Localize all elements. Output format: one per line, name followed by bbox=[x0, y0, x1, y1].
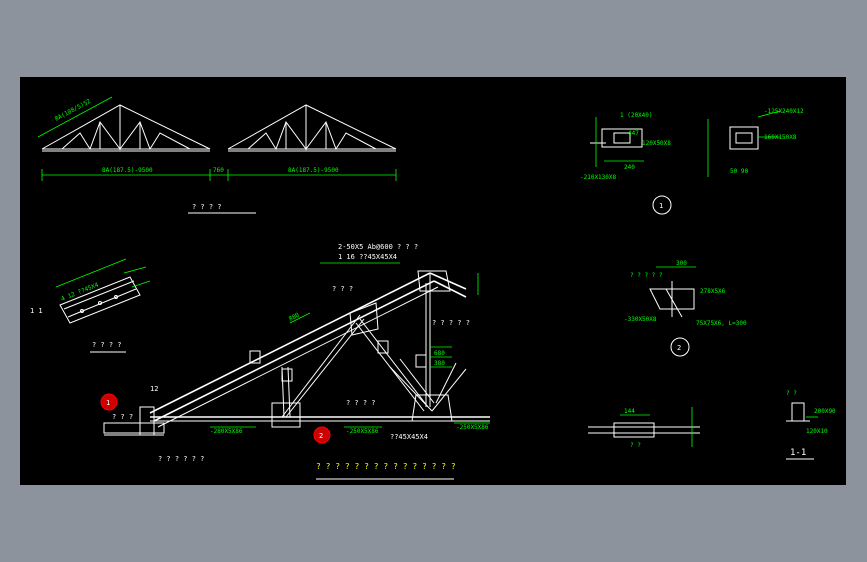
elev-q2-label: ? ? ? ? ? bbox=[432, 319, 470, 327]
elev-dim-380: 380 bbox=[434, 360, 445, 367]
detail-1: 1 (20X40) 447 120X50X8 240 -210X130X8 bbox=[580, 112, 671, 181]
det2-label-b: 160X150X8 bbox=[764, 134, 797, 141]
det2-label-c: 50 90 bbox=[730, 168, 748, 175]
detail-left: 4 12 ??45X4 ? ? ? ? 1 1 bbox=[30, 258, 151, 353]
top-title-text: ? ? ? ? bbox=[192, 203, 222, 211]
detail-circle-1: 1 bbox=[652, 195, 672, 215]
detail-3: 300 ? ? ? ? ? 278X5X6 -330X50X8 75X75X6,… bbox=[624, 260, 747, 327]
elevation-title: ? ? ? ? ? ? ? ? ? ? ? ? ? ? ? bbox=[316, 462, 456, 480]
det5-label-c: 120X10 bbox=[806, 428, 828, 435]
detail-left-title: ? ? ? ? bbox=[92, 341, 122, 349]
elev-left-dim: 12 bbox=[150, 385, 158, 393]
det1-label-d: 240 bbox=[624, 164, 635, 171]
detail-5: ? ? 200X90 120X10 bbox=[786, 390, 836, 435]
det3-label-a: 300 bbox=[676, 260, 687, 267]
section-marker-1 bbox=[100, 393, 118, 411]
elev-q1-label: ? ? ? bbox=[332, 285, 353, 293]
elev-bottom-note: ??45X45X4 bbox=[390, 433, 428, 441]
detail-left-note: 4 12 ??45X4 bbox=[60, 281, 100, 303]
det1-label-c: 120X50X8 bbox=[642, 140, 671, 147]
elev-top-note-2: 1 16 ??45X45X4 bbox=[338, 253, 397, 261]
section-title-text: 1-1 bbox=[790, 448, 806, 458]
elevation-title-text: ? ? ? ? ? ? ? ? ? ? ? ? ? ? ? bbox=[316, 462, 456, 471]
det5-label-b: 200X90 bbox=[814, 408, 836, 415]
top-span-right-label: 8A(187.5)-9500 bbox=[288, 167, 339, 174]
det5-label-a: ? ? bbox=[786, 390, 797, 397]
det1-label-e: -210X130X8 bbox=[580, 174, 617, 181]
det-circle-1-label: 1 bbox=[659, 202, 663, 210]
elev-mid-q: ? ? ? ? bbox=[346, 399, 376, 407]
det4-label-a: 144 bbox=[624, 408, 635, 415]
det3-label-d: -330X50X8 bbox=[624, 316, 657, 323]
elev-plate-left: -280X5X86 bbox=[210, 428, 243, 435]
section-marker-1-label: 1 bbox=[106, 399, 110, 407]
elev-dim-680: 680 bbox=[434, 350, 445, 357]
elev-top-note-1: 2-50X5 Ab@600 ? ? ? bbox=[338, 243, 418, 251]
det3-label-c: 278X5X6 bbox=[700, 288, 726, 295]
detail-2: -125X240X12 160X150X8 50 90 bbox=[707, 108, 804, 177]
elev-left-q2: ? ? ? ? ? ? bbox=[158, 455, 204, 463]
det3-label-b: ? ? ? ? ? bbox=[630, 272, 663, 279]
detail-4: 144 ? ? bbox=[588, 407, 700, 449]
elev-plate-mid: -250X5X86 bbox=[346, 428, 379, 435]
det2-label-a: -125X240X12 bbox=[764, 108, 804, 115]
main-elevation: 2-50X5 Ab@600 ? ? ? 1 16 ??45X45X4 ? ? ?… bbox=[100, 243, 490, 463]
top-title: ? ? ? ? bbox=[188, 203, 256, 214]
truss-right bbox=[227, 104, 397, 152]
det1-label-a: 1 (20X40) bbox=[620, 112, 653, 119]
top-left-dim-label: 8A(108/5)S2 bbox=[54, 98, 93, 123]
detail-circle-2: 2 bbox=[670, 337, 690, 357]
elev-plate-right: -250X5X86 bbox=[456, 424, 489, 431]
top-gap-label: 760 bbox=[213, 167, 224, 174]
drawing-viewport[interactable]: 8A(108/5)S2 8A(187.5)-9500 760 8A(187.5)… bbox=[20, 77, 846, 485]
section-marker-2 bbox=[313, 426, 331, 444]
elev-dim-880: 880 bbox=[288, 311, 301, 322]
top-span-left-label: 8A(187.5)-9500 bbox=[102, 167, 153, 174]
detail-left-side-label: 1 1 bbox=[30, 307, 43, 315]
det-circle-2-label: 2 bbox=[677, 344, 681, 352]
elev-left-q: ? ? ? bbox=[112, 413, 133, 421]
det1-label-b: 447 bbox=[628, 130, 639, 137]
section-title: 1-1 bbox=[786, 448, 814, 460]
truss-left bbox=[41, 104, 211, 152]
section-marker-2-label: 2 bbox=[319, 432, 323, 440]
det4-label-b: ? ? bbox=[630, 442, 641, 449]
det3-label-e: 75X75X6, L=300 bbox=[696, 320, 747, 327]
cad-drawing: 8A(108/5)S2 8A(187.5)-9500 760 8A(187.5)… bbox=[30, 96, 836, 480]
